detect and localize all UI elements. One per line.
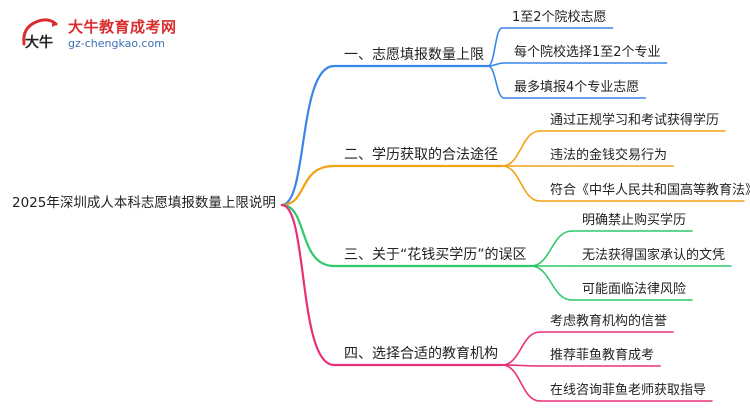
connector-branch-3-leaf-1 <box>529 230 573 267</box>
connector-root-branch-1 <box>280 64 336 207</box>
logo-mark-icon: 大牛 <box>22 18 58 51</box>
leaf-1-3: 最多填报4个专业志愿 <box>514 80 640 95</box>
connector-branch-2-leaf-3 <box>501 165 541 202</box>
leaf-3-1: 明确禁止购买学历 <box>582 213 687 228</box>
site-logo[interactable]: 大牛 大牛教育成考网 gz-chengkao.com <box>16 14 216 54</box>
connector-branch-1-leaf-3 <box>487 65 505 99</box>
branch-3-label: 三、关于“花钱买学历”的误区 <box>344 247 527 263</box>
branch-4-label: 四、选择合适的教育机构 <box>344 346 498 362</box>
leaf-3-2: 无法获得国家承认的文凭 <box>582 248 726 263</box>
connector-branch-3-leaf-3 <box>529 265 573 301</box>
logo-title: 大牛教育成考网 <box>68 18 177 36</box>
leaf-2-3: 符合《中华人民共和国高等教育法》 <box>550 183 750 198</box>
connector-branch-4-leaf-1 <box>501 331 541 366</box>
leaf-4-3: 在线咨询菲鱼老师获取指导 <box>550 383 707 398</box>
leaf-2-1: 通过正规学习和考试获得学历 <box>550 113 720 128</box>
leaf-1-2: 每个院校选择1至2个专业 <box>514 45 661 60</box>
connector-root-branch-2 <box>280 164 336 207</box>
connector-root-branch-3 <box>280 203 336 268</box>
leaf-3-3: 可能面临法律风险 <box>582 282 687 297</box>
leaf-2-2: 违法的金钱交易行为 <box>550 148 668 163</box>
branch-1-label: 一、志愿填报数量上限 <box>344 47 484 63</box>
branch-2-label: 二、学历获取的合法途径 <box>344 147 498 163</box>
leaf-1-1: 1至2个院校志愿 <box>512 10 607 25</box>
logo-url: gz-chengkao.com <box>68 37 165 50</box>
root-topic: 2025年深圳成人本科志愿填报数量上限说明 <box>12 195 276 211</box>
leaf-4-2: 推荐菲鱼教育成考 <box>550 348 655 363</box>
connector-root-branch-4 <box>280 203 336 367</box>
connector-branch-1-leaf-1 <box>487 27 503 67</box>
leaf-4-1: 考虑教育机构的信誉 <box>550 314 668 329</box>
connector-branch-2-leaf-1 <box>501 130 541 167</box>
connector-branch-4-leaf-3 <box>501 364 541 402</box>
logo-mark-text: 大牛 <box>25 34 53 51</box>
